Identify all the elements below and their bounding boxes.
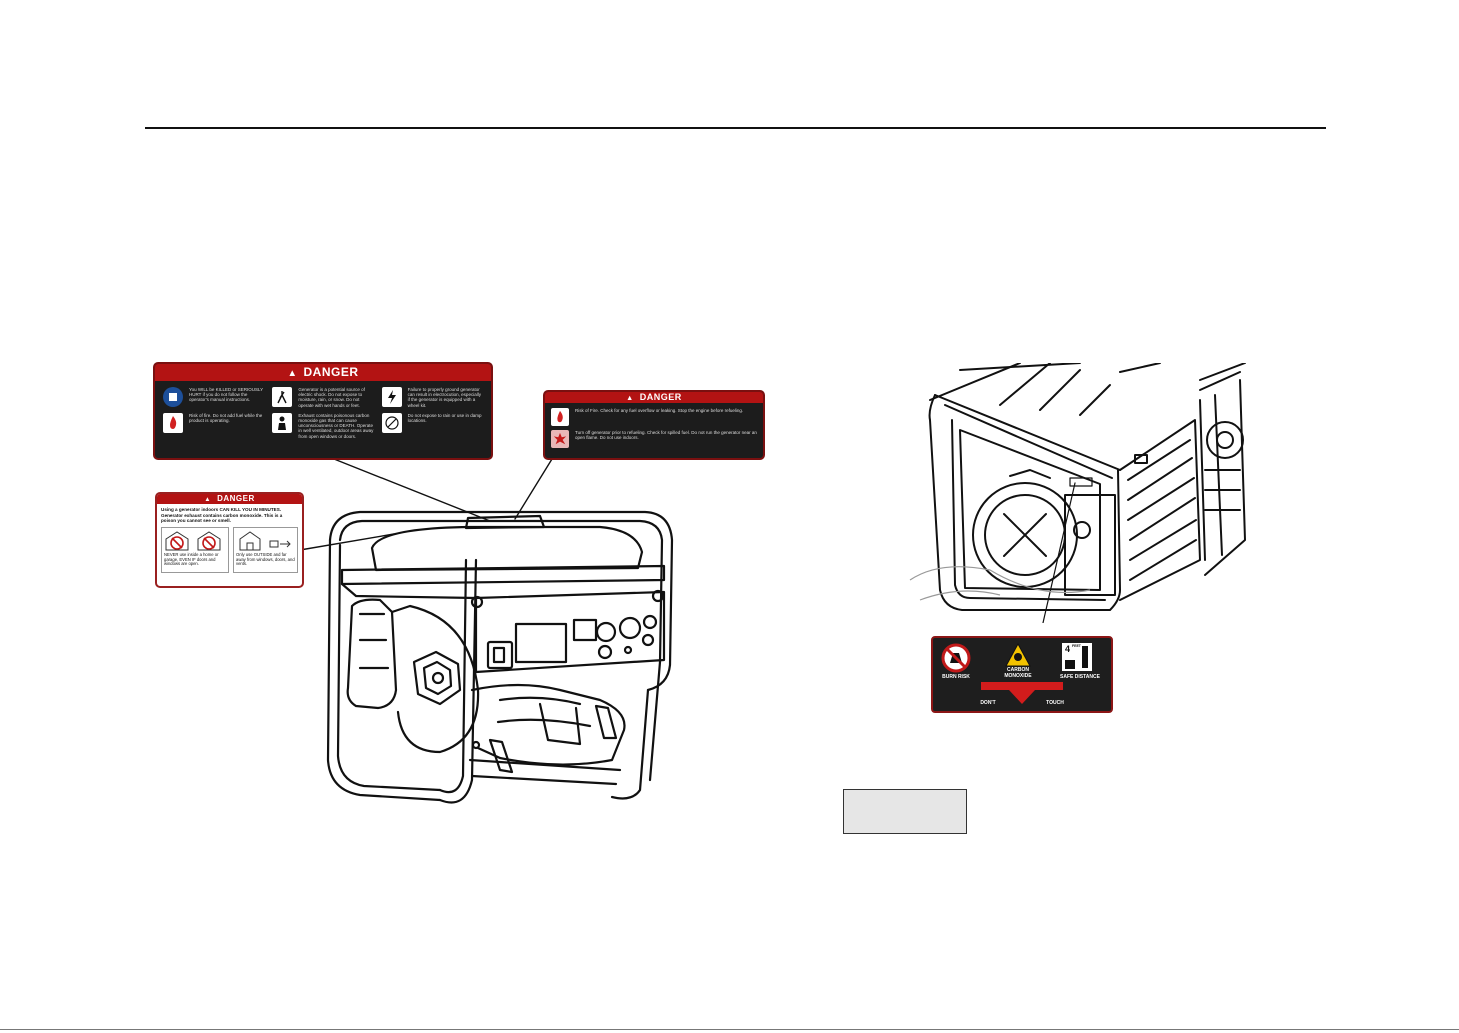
- safe-distance-text: SAFE DISTANCE: [1060, 674, 1100, 680]
- label-main-cell: Do not expose to rain or use in damp loc…: [381, 412, 483, 439]
- danger-label-main: ▲ DANGER You WILL be KILLED or SERIOUSLY …: [153, 362, 493, 460]
- label-main-title: DANGER: [303, 365, 359, 379]
- label-main-cell: Failure to properly ground generator can…: [381, 387, 483, 408]
- label-left-panels: NEVER use inside a home or garage, EVEN …: [161, 526, 298, 573]
- danger-label-carbon-monoxide: ▲ DANGER Using a generator indoors CAN KI…: [155, 492, 304, 588]
- warning-triangle-icon: ▲: [287, 368, 298, 379]
- label-left-title-bar: ▲ DANGER: [157, 494, 302, 504]
- no-rain-icon: [381, 412, 402, 433]
- label-main-cell: Exhaust contains poisonous carbon monoxi…: [272, 412, 374, 439]
- warning-label-hot-surface: 4 FEET BURN RISK CARBON MONOXIDE SAFE DI…: [931, 636, 1113, 713]
- label-main-cell-text: Generator is a potential source of elect…: [298, 387, 365, 408]
- label-right-row: Turn off generator prior to refueling. C…: [551, 430, 757, 448]
- electrocution-icon: [272, 387, 293, 407]
- label-right-row-text: Risk of Fire. Check for any fuel overflo…: [575, 408, 744, 413]
- safe-distance-icon: [1062, 643, 1092, 671]
- label-main-title-bar: ▲ DANGER: [155, 364, 491, 381]
- outdoor-house-icon: [239, 531, 291, 551]
- label-main-cell-text: Risk of fire. Do not add fuel while the …: [189, 412, 263, 424]
- label-left-never-panel: NEVER use inside a home or garage, EVEN …: [161, 526, 229, 573]
- manual-icon: [163, 387, 183, 407]
- carbon-monoxide-text: CARBON MONOXIDE: [1004, 667, 1032, 679]
- safe-distance-feet-unit: FEET: [1072, 644, 1081, 648]
- exhaust-person-icon: [272, 412, 293, 433]
- header-rule: [145, 127, 1326, 129]
- label-left-line2: Generator exhaust contains carbon monoxi…: [161, 512, 283, 524]
- label-main-cell: You WILL be KILLED or SERIOUSLY HURT if …: [163, 387, 264, 408]
- fire-icon: [163, 412, 183, 433]
- footer-rule: [0, 1029, 1459, 1030]
- lightning-icon: [381, 387, 402, 407]
- label-main-cell-text: You WILL be KILLED or SERIOUSLY HURT if …: [189, 387, 264, 403]
- label-left-never-text: NEVER use inside a home or garage, EVEN …: [164, 551, 219, 567]
- label-right-rows: Risk of Fire. Check for any fuel overflo…: [545, 403, 763, 453]
- no-house-icon: [165, 531, 221, 551]
- explosion-icon: [551, 430, 569, 448]
- label-left-only-text: Only use OUTSIDE and far away from windo…: [236, 551, 295, 567]
- label-right-row-text: Turn off generator prior to refueling. C…: [575, 430, 757, 441]
- label-right-row: Risk of Fire. Check for any fuel overflo…: [551, 408, 757, 426]
- label-left-line1: Using a generator indoors CAN KILL YOU I…: [161, 507, 282, 512]
- touch-text: TOUCH: [1046, 700, 1064, 706]
- carbon-monoxide-icon: [1005, 642, 1031, 667]
- safe-distance-feet-value: 4: [1065, 644, 1071, 654]
- down-arrow-icon: [981, 682, 1063, 704]
- burn-risk-text: BURN RISK: [942, 674, 970, 680]
- burn-risk-icon: [941, 643, 971, 673]
- warning-triangle-icon: ▲: [626, 393, 634, 402]
- label-main-cell: Generator is a potential source of elect…: [272, 387, 373, 408]
- label-left-only-panel: Only use OUTSIDE and far away from windo…: [233, 526, 298, 573]
- label-main-cell-text: Exhaust contains poisonous carbon monoxi…: [298, 412, 374, 439]
- fire-icon: [551, 408, 569, 426]
- blank-caption-box: [843, 789, 967, 834]
- warning-triangle-icon: ▲: [204, 496, 212, 503]
- label-main-cell-text: Do not expose to rain or use in damp loc…: [407, 412, 482, 424]
- danger-label-fuel: ▲ DANGER Risk of Fire. Check for any fuel…: [543, 390, 765, 460]
- label-main-cell: Risk of fire. Do not add fuel while the …: [163, 412, 264, 439]
- label-left-title: DANGER: [217, 494, 255, 503]
- label-main-cell-text: Failure to properly ground generator can…: [407, 387, 481, 408]
- label-right-title-bar: ▲ DANGER: [545, 392, 763, 403]
- label-left-body: Using a generator indoors CAN KILL YOU I…: [157, 504, 302, 576]
- dont-text: DON'T: [980, 700, 996, 706]
- label-main-grid: You WILL be KILLED or SERIOUSLY HURT if …: [155, 381, 491, 445]
- label-right-title: DANGER: [639, 392, 682, 402]
